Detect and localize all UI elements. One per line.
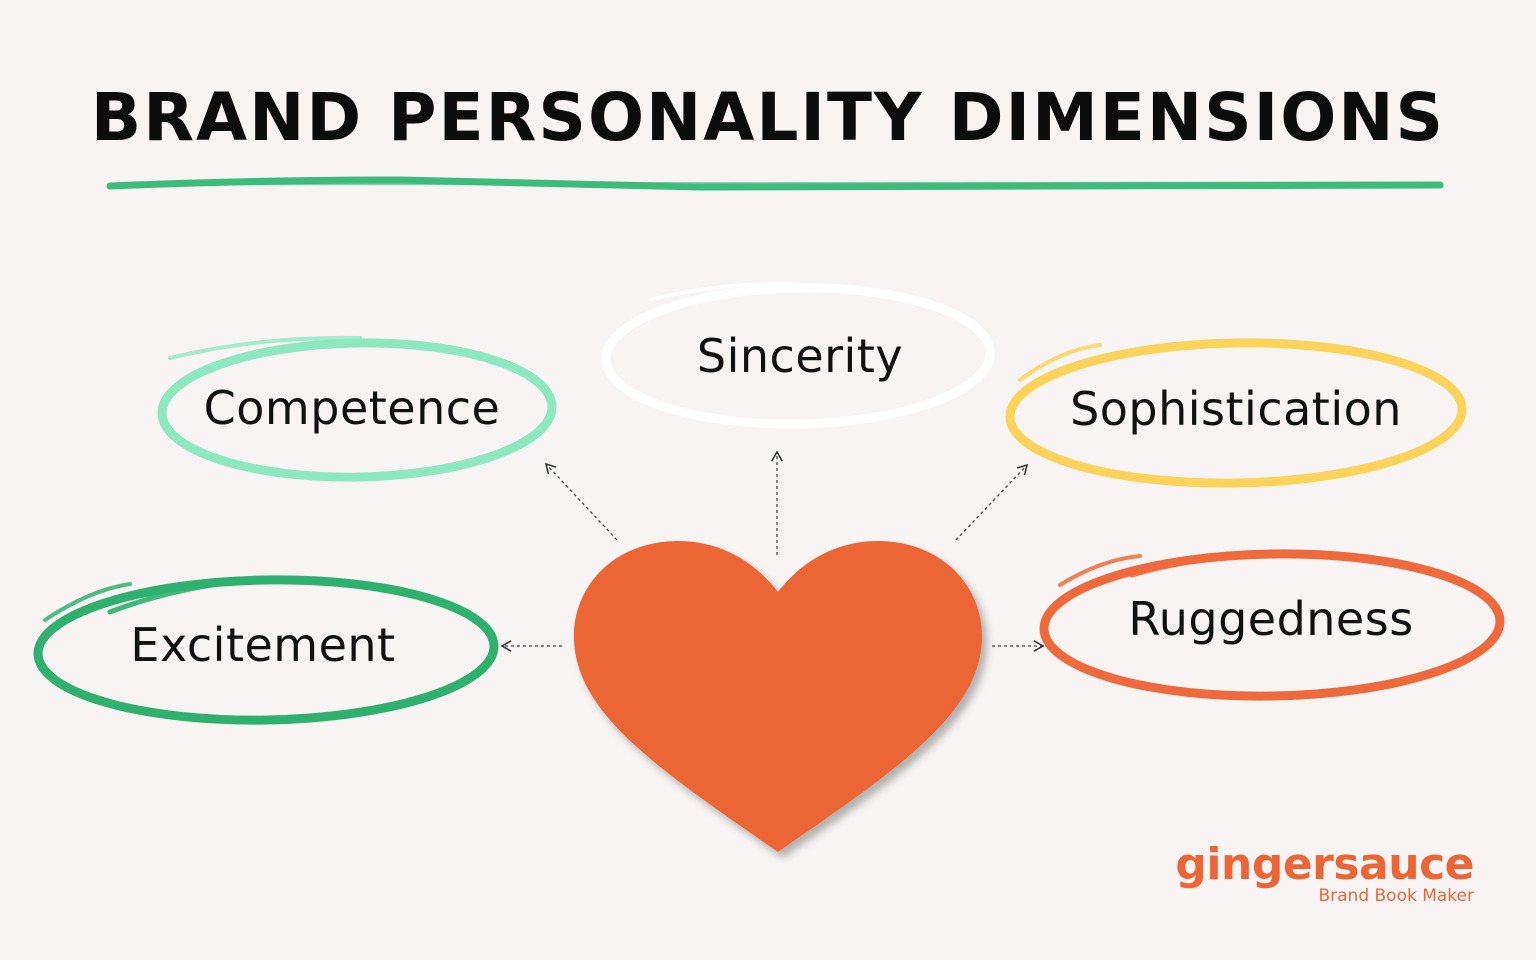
excitement-ellipse [33, 575, 499, 725]
dimension-sincerity: Sincerity [696, 329, 904, 383]
gingersauce-logo: gingersauce Brand Book Maker [1175, 839, 1474, 907]
page-title: BRAND PERSONALITY DIMENSIONS [90, 79, 1446, 156]
competence-ellipse [157, 335, 557, 482]
sincerity-ellipse [601, 281, 995, 429]
logo-tagline: Brand Book Maker [1318, 886, 1474, 906]
connector-arrows [500, 450, 1045, 652]
dimension-excitement: Excitement [130, 618, 396, 672]
arrow-to-competence [544, 462, 618, 541]
dimension-competence: Competence [203, 381, 501, 435]
title-underline [106, 176, 1444, 191]
sophistication-ellipse [1005, 338, 1467, 488]
heart-icon [573, 540, 983, 852]
ruggedness-ellipse [1039, 549, 1505, 701]
logo-wordmark: gingersauce [1175, 839, 1474, 890]
dimension-sophistication: Sophistication [1070, 382, 1402, 436]
arrow-to-sophistication [955, 463, 1029, 541]
dimension-ruggedness: Ruggedness [1128, 592, 1414, 646]
